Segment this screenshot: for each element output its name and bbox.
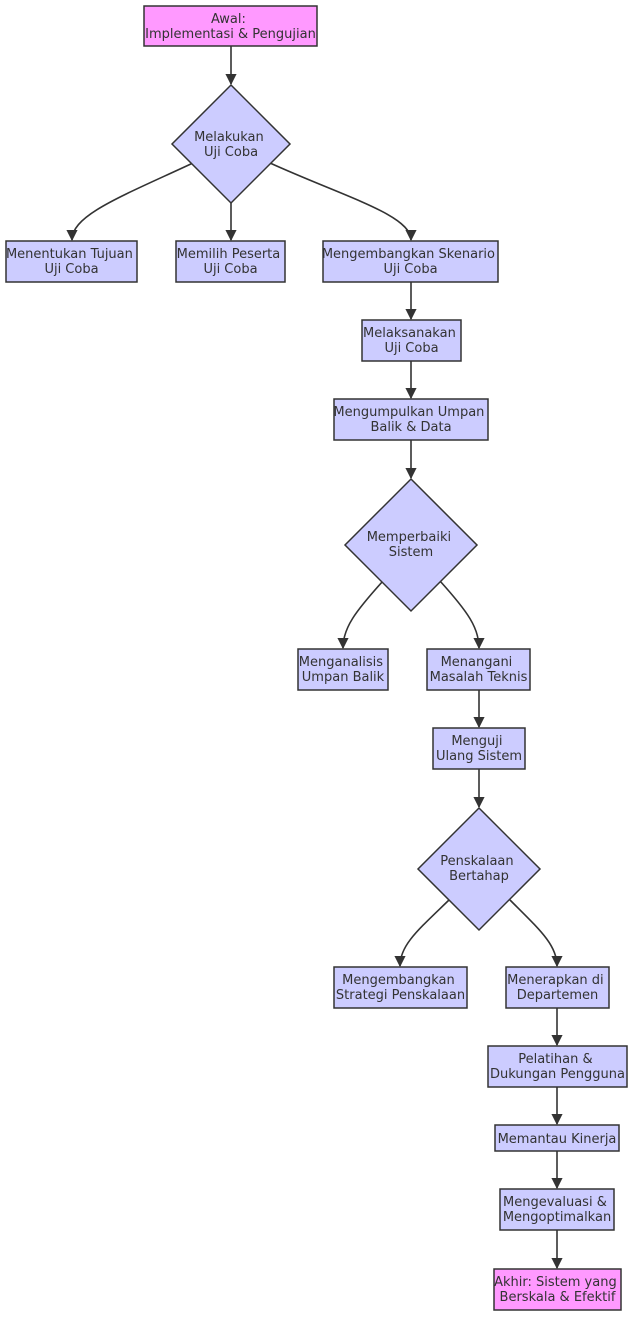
node-memantau-kinerja-label: Memantau Kinerja bbox=[498, 1132, 617, 1147]
node-menganalisis: Menganalisis Umpan Balik bbox=[297, 648, 389, 691]
node-menerapkan-departemen: Menerapkan di Departemen bbox=[505, 966, 610, 1009]
edge-uji-coba-to-tujuan bbox=[66, 162, 194, 242]
node-mengembangkan-strategi: Mengembangkan Strategi Penskalaan bbox=[333, 966, 468, 1009]
decision-uji-coba-label: Melakukan Uji Coba bbox=[194, 130, 268, 160]
start-node: Awal: Implementasi & Pengujian bbox=[143, 5, 318, 47]
node-menguji-ulang: Menguji Ulang Sistem bbox=[432, 727, 526, 770]
node-menangani-masalah: Menangani Masalah Teknis bbox=[426, 648, 531, 691]
node-menganalisis-label: Menganalisis Umpan Balik bbox=[299, 655, 387, 685]
end-node-label: Akhir: Sistem yang Berskala & Efektif bbox=[494, 1275, 621, 1305]
node-memantau-kinerja: Memantau Kinerja bbox=[494, 1124, 620, 1152]
edges bbox=[66, 46, 563, 1270]
node-menerapkan-departemen-label: Menerapkan di Departemen bbox=[507, 973, 608, 1003]
node-menguji-ulang-label: Menguji Ulang Sistem bbox=[436, 734, 522, 764]
node-melaksanakan: Melaksanakan Uji Coba bbox=[361, 319, 462, 362]
node-pelatihan: Pelatihan & Dukungan Pengguna bbox=[487, 1045, 628, 1088]
node-mengumpulkan-umpan-label: Mengumpulkan Umpan Balik & Data bbox=[333, 405, 488, 435]
node-menentukan-tujuan-label: Menentukan Tujuan Uji Coba bbox=[6, 247, 137, 277]
node-mengembangkan-skenario: Mengembangkan Skenario Uji Coba bbox=[322, 240, 499, 283]
decision-penskalaan: Penskalaan Bertahap bbox=[416, 806, 542, 932]
node-mengevaluasi: Mengevaluasi & Mengoptimalkan bbox=[499, 1188, 615, 1231]
decision-memperbaiki-label: Memperbaiki Sistem bbox=[367, 530, 456, 560]
node-memilih-peserta-label: Memilih Peserta Uji Coba bbox=[177, 247, 285, 277]
edge-perbaiki-to-masalah bbox=[439, 580, 485, 650]
node-pelatihan-label: Pelatihan & Dukungan Pengguna bbox=[490, 1052, 625, 1082]
decision-penskalaan-label: Penskalaan Bertahap bbox=[440, 854, 518, 884]
node-mengembangkan-skenario-label: Mengembangkan Skenario Uji Coba bbox=[322, 247, 499, 277]
start-node-label: Awal: Implementasi & Pengujian bbox=[145, 12, 316, 42]
node-mengembangkan-strategi-label: Mengembangkan Strategi Penskalaan bbox=[336, 973, 465, 1003]
decision-uji-coba: Melakukan Uji Coba bbox=[170, 83, 292, 205]
edge-penskalaan-to-strategi bbox=[394, 899, 450, 968]
edge-penskalaan-to-departemen bbox=[509, 899, 563, 968]
node-melaksanakan-label: Melaksanakan Uji Coba bbox=[363, 326, 460, 356]
node-menentukan-tujuan: Menentukan Tujuan Uji Coba bbox=[5, 240, 138, 283]
edge-perbaiki-to-analisis bbox=[337, 580, 384, 650]
node-memilih-peserta: Memilih Peserta Uji Coba bbox=[175, 240, 286, 283]
end-node: Akhir: Sistem yang Berskala & Efektif bbox=[493, 1268, 622, 1311]
node-mengumpulkan-umpan: Mengumpulkan Umpan Balik & Data bbox=[333, 398, 489, 441]
node-menangani-masalah-label: Menangani Masalah Teknis bbox=[430, 655, 528, 685]
edge-uji-coba-to-skenario bbox=[269, 162, 417, 242]
node-mengevaluasi-label: Mengevaluasi & Mengoptimalkan bbox=[503, 1195, 611, 1225]
decision-memperbaiki: Memperbaiki Sistem bbox=[343, 477, 479, 613]
